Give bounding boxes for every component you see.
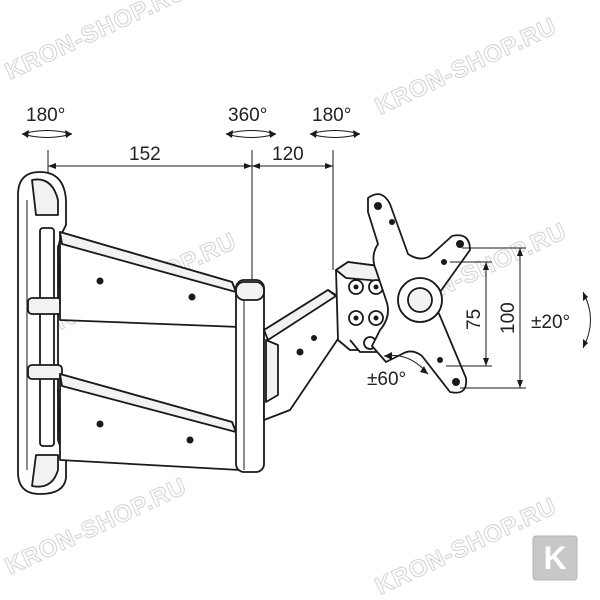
tilt-indicator: ±20° xyxy=(531,291,591,349)
bolt-hole xyxy=(96,277,104,285)
arrowhead-icon xyxy=(384,352,392,360)
arrowhead-icon xyxy=(583,339,588,348)
rotate-arrow-icon xyxy=(309,130,361,138)
rotation-wall-pivot: 180° xyxy=(21,105,73,138)
arrowhead-icon xyxy=(583,292,588,301)
dimension-label: 152 xyxy=(129,144,161,165)
rotation-label: 360° xyxy=(228,105,267,126)
vesa-hole xyxy=(374,202,382,210)
arrowhead-icon xyxy=(22,130,29,138)
bolt-hole xyxy=(296,348,304,356)
bolt-hole xyxy=(311,335,317,341)
arrowhead-icon xyxy=(65,130,72,138)
swivel-indicator: ±60° xyxy=(367,352,429,390)
vesa-hole xyxy=(452,378,460,386)
rotation-label: ±60° xyxy=(367,369,406,390)
rotation-head-pivot: 180° xyxy=(309,105,361,138)
lower-arm xyxy=(59,373,241,471)
dimension-arm-lengths: 152 120 xyxy=(47,144,334,283)
arrowhead-icon xyxy=(269,130,276,138)
arrowhead-icon xyxy=(226,130,233,138)
arrowhead-icon xyxy=(420,366,428,374)
arrowhead-icon xyxy=(353,130,360,138)
vesa-plate xyxy=(367,193,471,394)
rotation-label: 180° xyxy=(26,105,65,126)
watermark-text: KRON-SHOP.RU xyxy=(1,0,191,85)
logo-letter: K xyxy=(543,540,566,576)
dimension-label: 120 xyxy=(272,144,304,165)
arrowhead-icon xyxy=(310,130,317,138)
middle-joint xyxy=(235,279,265,473)
bolt-hole xyxy=(188,293,196,301)
rotate-arrow-icon xyxy=(225,130,277,138)
rotate-arrow-icon xyxy=(21,130,73,138)
tilt-arrow-icon xyxy=(582,291,591,349)
rotation-arm-pivot: 360° xyxy=(225,105,277,138)
bolt-hole xyxy=(96,420,104,428)
vesa-hole xyxy=(456,240,464,248)
bolt-hole xyxy=(186,436,194,444)
vesa-hole xyxy=(441,259,447,265)
upper-arm xyxy=(59,231,241,328)
dimension-label: 100 xyxy=(498,302,519,334)
dimension-vesa: 75 100 xyxy=(446,247,526,389)
second-arm xyxy=(263,289,345,421)
watermark-text: KRON-SHOP.RU xyxy=(371,13,561,121)
dimension-label: 75 xyxy=(464,309,485,330)
rotation-label: ±20° xyxy=(531,312,570,333)
kron-logo: K xyxy=(532,535,578,581)
rotation-label: 180° xyxy=(312,105,351,126)
vesa-hole xyxy=(437,357,443,363)
vesa-hole xyxy=(389,219,395,225)
